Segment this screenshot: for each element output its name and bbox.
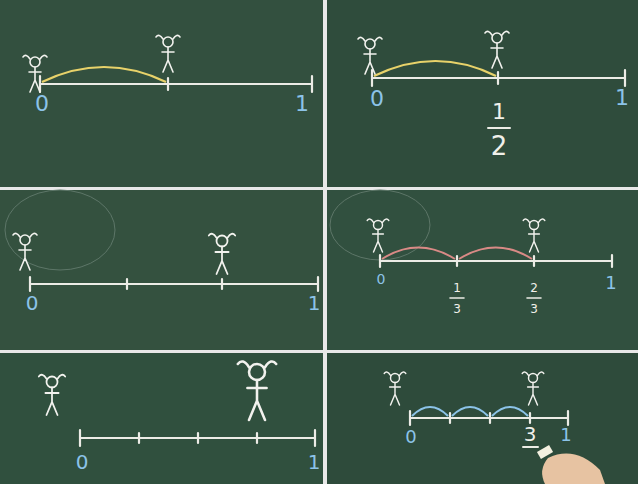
endpoint-number: 1: [308, 293, 321, 313]
fraction-part: 3: [530, 303, 538, 315]
endpoint-number: 0: [405, 428, 416, 446]
endpoint-number: 1: [605, 274, 616, 292]
endpoint-number: 1: [615, 87, 629, 109]
endpoint-number: 0: [35, 93, 49, 115]
endpoint-number: 0: [26, 293, 39, 313]
fraction-part: 3: [453, 303, 461, 315]
fraction-part: 3: [524, 424, 537, 444]
fraction-part: 1: [492, 101, 506, 123]
fraction-part: 2: [530, 282, 538, 294]
fraction-part: 2: [491, 133, 508, 159]
endpoint-number: 0: [377, 272, 386, 286]
endpoint-number: 0: [76, 452, 89, 472]
endpoint-number: 1: [308, 452, 321, 472]
endpoint-number: 0: [370, 88, 384, 110]
endpoint-number: 1: [295, 93, 309, 115]
endpoint-number: 1: [560, 426, 571, 444]
fraction-part: 1: [453, 282, 461, 294]
